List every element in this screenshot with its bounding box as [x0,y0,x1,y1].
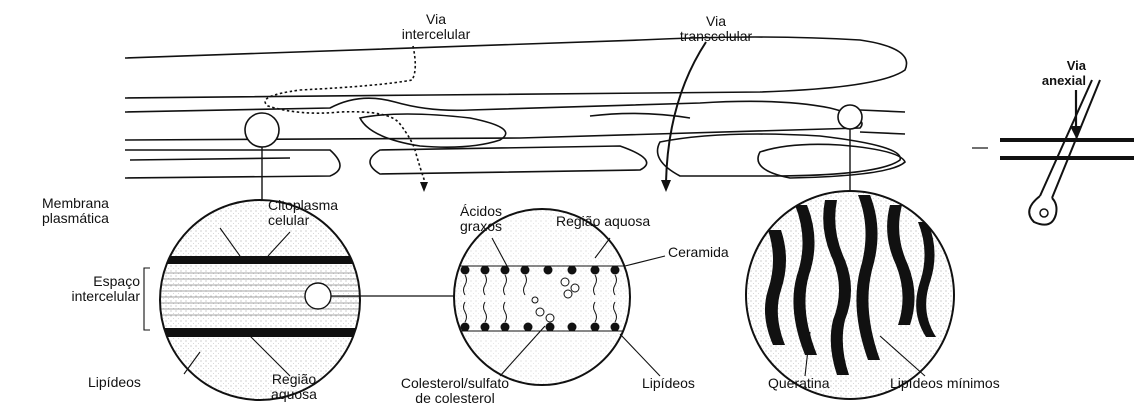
intercellular-zoom-circle [160,200,360,400]
label-membrana-plasmatica: Membrana plasmática [42,196,109,226]
label-lipideos-minimos: Lipídeos mínimos [890,376,1000,391]
label-queratina: Queratina [768,376,829,391]
label-lipideos-left: Lipídeos [88,375,141,390]
label-espaco-intercelular: Espaço intercelular [36,274,140,304]
label-citoplasma-celular: Citoplasma celular [268,198,338,228]
transcellular-route-arrow [666,42,706,182]
keratin-zoom-circle [746,191,954,399]
intercellular-route-arrowhead [420,182,428,192]
label-via-anexial: Via anexial [1032,58,1086,88]
label-via-transcelular: Via transcelular [660,14,772,44]
label-regiao-aquosa-left: Região aquosa [262,372,326,402]
label-acidos-graxos: Ácidos graxos [446,204,516,234]
stratum-corneum-layers [125,37,907,178]
label-colesterol: Colesterol/sulfato de colesterol [380,376,530,406]
label-regiao-aquosa-mid: Região aquosa [556,214,650,229]
lipid-bilayer-zoom-circle [454,209,630,385]
label-via-intercelular: Via intercelular [380,12,492,42]
hair-follicle-figure [972,80,1134,225]
label-lipideos-mid: Lipídeos [642,376,695,391]
label-ceramida: Ceramida [668,245,729,260]
